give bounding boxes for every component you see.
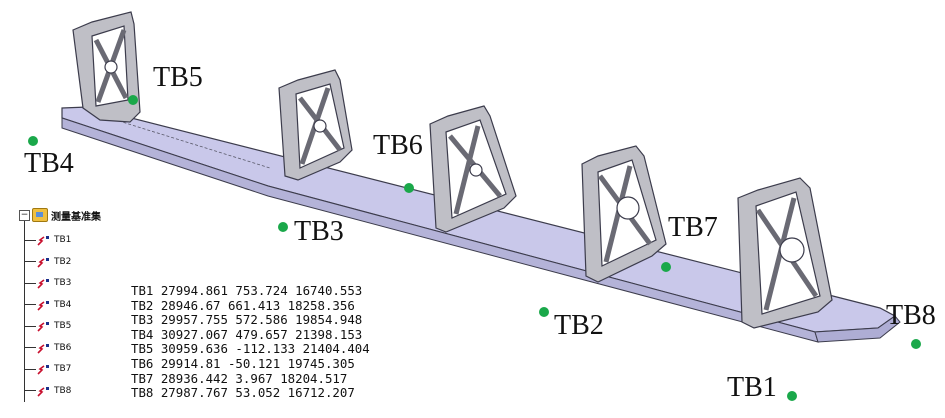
tree-item-tb3[interactable]: TB3 — [24, 275, 71, 291]
tree-branch — [24, 325, 36, 327]
folder-icon — [32, 208, 48, 222]
tree-item-label: TB2 — [54, 256, 72, 267]
measure-point-tb2 — [539, 307, 549, 317]
tree-item-tb1[interactable]: TB1 — [24, 232, 71, 248]
collapse-toggle[interactable]: − — [19, 210, 30, 221]
tree-item-tb4[interactable]: TB4 — [24, 297, 71, 313]
point-label-tb4: TB4 — [24, 148, 74, 179]
measure-point-tb8 — [911, 339, 921, 349]
bracket-5 — [737, 177, 833, 329]
measure-point-tb7 — [661, 262, 671, 272]
tree-item-tb5[interactable]: TB5 — [24, 318, 71, 334]
point-icon — [36, 277, 50, 289]
measure-point-tb6 — [404, 183, 414, 193]
tree-item-label: TB1 — [54, 235, 72, 245]
point-icon — [36, 320, 50, 332]
tree-connector — [24, 218, 25, 402]
tree-branch — [24, 261, 36, 262]
point-label-tb8: TB8 — [886, 300, 936, 331]
point-label-tb3: TB3 — [294, 216, 344, 247]
coordinate-row: TB2 28946.67 661.413 18258.356 — [131, 297, 355, 313]
tree-item-tb6[interactable]: TB6 — [24, 340, 71, 356]
bracket-3 — [429, 105, 517, 233]
tree-item-tb7[interactable]: TB7 — [24, 361, 71, 377]
point-label-tb2: TB2 — [554, 310, 604, 341]
coordinate-row: TB1 27994.861 753.724 16740.553 — [131, 283, 363, 298]
measure-point-tb4 — [28, 136, 38, 146]
tree-branch — [24, 239, 36, 241]
coordinate-row: TB5 30959.636 -112.133 21404.404 — [131, 341, 370, 357]
bracket-4 — [581, 145, 667, 283]
point-icon — [36, 363, 50, 375]
coordinate-row: TB7 28936.442 3.967 18204.517 — [131, 370, 348, 386]
bracket-2 — [278, 69, 353, 181]
tree-item-label: TB7 — [54, 364, 72, 374]
point-label-tb7: TB7 — [668, 212, 718, 243]
tree-branch — [24, 368, 36, 370]
point-label-tb1: TB1 — [727, 372, 777, 403]
tree-branch — [24, 390, 36, 391]
tree-item-tb2[interactable]: TB2 — [24, 254, 71, 270]
tree-item-tb8[interactable]: TB8 — [24, 383, 71, 399]
point-icon — [36, 299, 50, 311]
coordinate-row: TB8 27987.767 53.052 16712.207 — [131, 385, 355, 401]
tree-branch — [24, 282, 36, 284]
tree-branch — [24, 304, 36, 305]
bracket-1 — [72, 11, 141, 123]
point-label-tb6: TB6 — [373, 130, 423, 161]
coordinate-row: TB4 30927.067 479.657 21398.153 — [131, 326, 363, 342]
coordinate-row: TB3 29957.755 572.586 19854.948 — [131, 312, 363, 328]
point-icon — [36, 342, 50, 354]
tree-item-label: TB5 — [54, 321, 72, 331]
measure-point-tb5 — [128, 95, 138, 105]
measure-point-tb1 — [787, 391, 797, 401]
measure-point-tb3 — [278, 222, 288, 232]
point-icon — [36, 234, 50, 246]
tree-root[interactable]: 测量基准集 — [32, 206, 101, 224]
tree-item-label: TB4 — [54, 299, 72, 310]
point-icon — [36, 385, 50, 397]
tree-item-label: TB3 — [54, 278, 72, 288]
beam-end-flange — [814, 315, 901, 343]
point-icon — [36, 256, 50, 268]
tree-item-label: TB8 — [54, 385, 72, 396]
point-label-tb5: TB5 — [153, 62, 203, 93]
tree-branch — [24, 347, 36, 348]
coordinate-row: TB6 29914.81 -50.121 19745.305 — [131, 355, 355, 371]
tree-item-label: TB6 — [54, 342, 72, 353]
tree-root-label: 测量基准集 — [51, 211, 101, 223]
